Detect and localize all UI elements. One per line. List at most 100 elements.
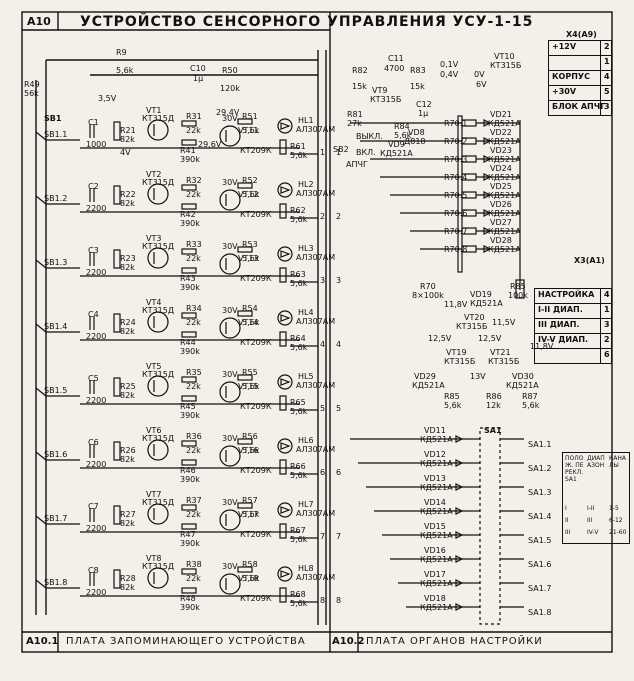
vt20-type: КТ315Б (456, 322, 488, 331)
resistor-label: R32 (186, 176, 202, 185)
transistor-label: VT13 (238, 254, 259, 263)
diode-label: VD14 (424, 498, 446, 507)
resistor-label: R63 (290, 270, 306, 279)
resistor (279, 331, 287, 347)
capacitor-label: C4 (88, 310, 99, 319)
transistor (147, 567, 169, 589)
resistor-label: R64 (290, 334, 306, 343)
v29-label: 29,4V (216, 108, 240, 117)
memory-cell (35, 246, 318, 283)
band-table-cell: 21-60 (609, 529, 627, 536)
resistor-label: R66 (290, 462, 306, 471)
resistor (279, 587, 287, 603)
resistor-value: 390k (180, 411, 200, 420)
pin-label: 7 (320, 532, 326, 541)
connector-row-label: БЛОК АПЧГ (552, 102, 606, 111)
resistor-value: 82k (120, 519, 135, 528)
led-arrow (280, 506, 291, 514)
connector-pin: 3 (604, 320, 610, 329)
pin-label: 5 (320, 404, 326, 413)
resistor-r70 (457, 115, 463, 273)
vt10-type: КТ315Б (490, 61, 522, 70)
resistor-value: 5,6k (290, 407, 308, 416)
led-arrow (280, 314, 291, 322)
resistor-value: 5,6k (242, 446, 260, 455)
resistor-label: R44 (180, 338, 196, 347)
connector-row-label: +12V (552, 42, 577, 51)
vd8-type: Д818 (404, 137, 426, 146)
diode-label: VD24 (490, 164, 512, 173)
r9-value: 5,6k (116, 66, 134, 75)
diode-label: VD11 (424, 426, 446, 435)
diode (483, 173, 492, 181)
led-arrow (280, 122, 291, 130)
v118b-label: 11,8V (530, 342, 554, 351)
r85-label: R85 (510, 282, 526, 291)
diode-label: VD25 (490, 182, 512, 191)
sb-label: SB1.4 (44, 322, 68, 331)
transistor-type: КТ209К (240, 402, 272, 411)
transistor-type: КТ315Д (142, 114, 175, 123)
voltage-label: 30V (222, 114, 238, 123)
resistor (181, 248, 197, 255)
transistor-label: VT4 (146, 298, 162, 307)
vt21-label: VT21 (490, 348, 511, 357)
resistor (181, 376, 197, 383)
resistor-label: R67 (290, 526, 306, 535)
resistor (237, 310, 253, 317)
band-table-cell: III (587, 517, 593, 524)
r86-value: 12k (486, 401, 501, 410)
resistor-tap-label: R70.2 (444, 137, 468, 146)
c11-value: 4700 (384, 64, 405, 73)
resistor-value: 22k (186, 126, 201, 135)
diode-type: КД521А (420, 435, 453, 444)
diode-type: КД521А (420, 459, 453, 468)
sb2-label: SB2 (333, 145, 349, 154)
led (277, 310, 293, 326)
capacitor-value: 2200 (86, 524, 107, 533)
voltage-label: 30V (222, 562, 238, 571)
resistor (113, 249, 121, 269)
led (277, 182, 293, 198)
resistor-label: R54 (242, 304, 258, 313)
transistor-type: КТ209К (240, 594, 272, 603)
resistor-value: 82k (120, 263, 135, 272)
resistor-value: 5,6k (290, 151, 308, 160)
diode-label: VD22 (490, 128, 512, 137)
transistor (147, 503, 169, 525)
resistor-value: 5,6k (242, 510, 260, 519)
resistor-value: 22k (186, 318, 201, 327)
diode-type: КД521А (420, 483, 453, 492)
resistor-value: 390k (180, 603, 200, 612)
resistor (181, 312, 197, 319)
voltage-label: 30V (222, 178, 238, 187)
switch-group-label: SA1.3 (528, 488, 552, 497)
memory-cell (35, 502, 318, 539)
diode-label: VD18 (424, 594, 446, 603)
resistor (113, 441, 121, 461)
resistor-label: R31 (186, 112, 202, 121)
connector-row-label: III ДИАП. (538, 320, 580, 329)
resistor-label: R34 (186, 304, 202, 313)
transistor (147, 119, 169, 141)
resistor-value: 5,6k (242, 382, 260, 391)
transistor-label: VT12 (238, 190, 259, 199)
transistor-label: VT8 (146, 554, 162, 563)
transistor-type: КТ315Д (142, 306, 175, 315)
vt19-type: КТ315Б (444, 357, 476, 366)
connector-pin: 3 (604, 102, 610, 111)
led-type: АЛ307АМ (296, 573, 336, 582)
led (277, 246, 293, 262)
resistor (181, 120, 197, 127)
memory-cells (35, 118, 318, 603)
resistor-value: 82k (120, 135, 135, 144)
pin-label: 4 (320, 340, 326, 349)
connector-row-divider (548, 85, 612, 86)
resistor-value: 390k (180, 347, 200, 356)
resistor (113, 121, 121, 141)
vt20-label: VT20 (464, 313, 485, 322)
switch-group-label: SA1.6 (528, 560, 552, 569)
resistor (181, 331, 197, 338)
diode-label: VD23 (490, 146, 512, 155)
